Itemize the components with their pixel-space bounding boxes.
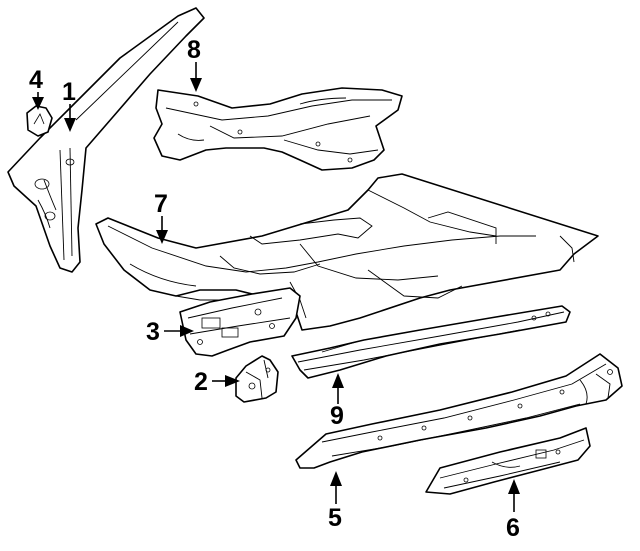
part-4-plug[interactable]	[26, 105, 53, 137]
callout-2: 2	[194, 368, 208, 396]
part-5-rocker-panel[interactable]	[295, 353, 623, 469]
part-8-crossmember[interactable]	[153, 87, 403, 171]
callout-3: 3	[146, 318, 160, 346]
callout-6: 6	[506, 514, 520, 542]
part-2-bracket[interactable]	[235, 355, 279, 403]
part-6-rocker-reinforcement[interactable]	[425, 427, 591, 495]
callout-1: 1	[62, 78, 76, 106]
part-1-hinge-pillar[interactable]	[7, 7, 205, 273]
leader-lines	[32, 62, 520, 512]
callout-5: 5	[328, 504, 342, 532]
callout-9: 9	[330, 402, 344, 430]
callout-4: 4	[29, 66, 43, 94]
part-7-floor-pan[interactable]	[95, 173, 599, 331]
callout-7: 7	[154, 190, 168, 218]
part-9-rocker-inner[interactable]	[291, 305, 571, 379]
callout-8: 8	[187, 36, 201, 64]
part-3-reinforcement[interactable]	[179, 287, 301, 357]
